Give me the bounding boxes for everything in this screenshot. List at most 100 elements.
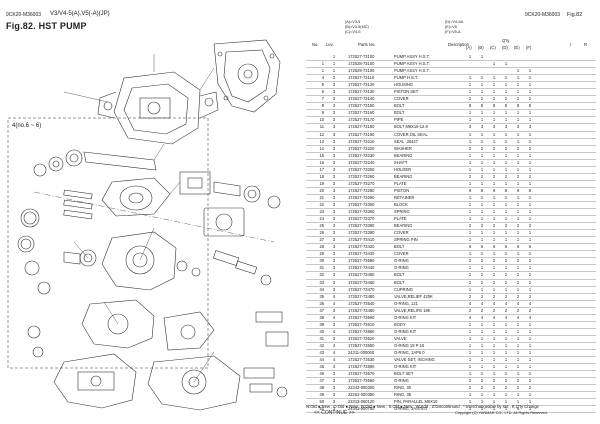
col-d: (D) [502,45,508,50]
cell-part: 172527-73240 [348,159,375,165]
model-legend-2: (D)=V4-5A (E)=V5 (F)=V5-A [445,20,463,35]
cell-b: 1 [480,251,484,257]
cell-f: 2 [528,145,532,151]
cell-e: 1 [516,194,520,200]
cell-e: 8 [516,103,520,109]
cell-e: 4 [516,314,520,320]
cell-desc: O-RING KIT [394,364,417,370]
cell-desc: RING, 35 [394,392,412,398]
cell-f: 1 [528,110,532,116]
cell-part: 172527-73580 [348,258,375,264]
cell-e: 1 [516,286,520,292]
cell-c: 1 [492,342,496,348]
cell-e: 2 [516,223,520,229]
cell-c: 2 [492,145,496,151]
cell-c: 4 [492,314,496,320]
cell-f: 1 [528,399,532,405]
cell-a: 4 [468,300,472,306]
cell-c: 9 [492,187,496,193]
cell-f: 2 [528,279,532,285]
cell-a: 2 [468,385,472,391]
cell-lev: 3 [332,307,336,313]
cell-a: 1 [468,131,472,137]
cell-desc: COVER,OIL SEAL [394,131,428,137]
cell-a: 1 [468,166,472,172]
legend-item: (B)=V3-5(MC) [345,25,369,29]
cell-desc: O-RING, 1AP6.0 [394,349,425,355]
cell-f: 1 [528,138,532,144]
cell-c: 2 [492,173,496,179]
cell-f: 2 [528,272,532,278]
cell-no: 21 [319,194,324,200]
cell-c: 1 [492,180,496,186]
cell-a: 1 [468,201,472,207]
cell-no: 5 [321,82,324,88]
cell-part: 172527-73890 [348,364,375,370]
cell-b: 1 [480,209,484,215]
cell-lev: 1 [332,61,336,67]
cell-d: 1 [504,392,508,398]
cell-d: 1 [504,138,508,144]
cell-c: 1 [492,286,496,292]
cell-no: 15 [319,152,324,158]
cell-f: 2 [528,258,532,264]
cell-f: 1 [528,286,532,292]
cell-f: 1 [528,68,532,74]
cell-d: 2 [504,145,508,151]
cell-part: 172527-73260 [348,173,375,179]
cell-e: 1 [516,89,520,95]
cell-desc: BODY [394,321,406,327]
cell-d: 1 [504,286,508,292]
cell-no: 13 [319,138,324,144]
cell-e: 1 [516,321,520,327]
cell-e: 2 [516,385,520,391]
cell-desc: BOLT [394,110,405,116]
cell-part: 172527-73220 [348,145,375,151]
cell-part: 172527-73280 [348,187,375,193]
cell-e: 1 [516,349,520,355]
cell-no: 39 [319,321,324,327]
cell-e: 1 [516,335,520,341]
cell-lev: 4 [332,328,336,334]
cell-b: 1 [480,201,484,207]
legend-item: (D)=V4-5A [445,20,464,24]
col-i: I [570,42,572,47]
cell-desc: O-RING KIT [394,314,417,320]
cell-f: 2 [528,378,532,384]
cell-no: 22 [319,201,324,207]
cell-f: 2 [528,385,532,391]
cell-b: 2 [480,145,484,151]
cell-b: 2 [480,378,484,384]
diagram-callout: 4(no.6 ~ 6) [12,123,41,129]
cell-desc: VALVE [394,335,407,341]
cell-c: 1 [492,216,496,222]
cell-desc: VALVE,RELIFE 18K [394,307,431,313]
cell-lev: 3 [332,378,336,384]
cell-lev: 3 [332,286,336,292]
cell-d: 1 [504,61,508,67]
cell-desc: HOUSING [394,82,414,88]
cell-c: 4 [492,300,496,306]
cell-c: 1 [492,82,496,88]
cell-f: 1 [528,180,532,186]
cell-b: 1 [480,117,484,123]
cell-no: 29 [319,251,324,257]
cell-a: 1 [468,209,472,215]
cell-no: 1 [321,61,324,67]
cell-no: 31 [319,265,324,271]
cell-part: 22252-000350 [348,392,375,398]
cell-d: 1 [504,110,508,116]
cell-part: 172527-73110 [348,75,375,81]
cell-e: 1 [516,166,520,172]
cell-b: 1 [480,159,484,165]
cell-c: 2 [492,307,496,313]
cell-desc: VALVE,RELIEF 420K [394,293,433,299]
cell-part: 172527-73480 [348,307,375,313]
cell-c: 1 [492,392,496,398]
